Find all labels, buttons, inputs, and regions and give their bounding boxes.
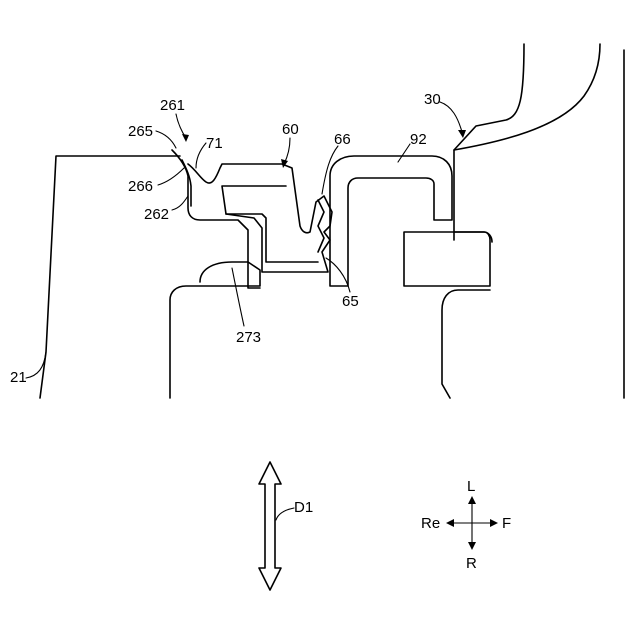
label-65: 65	[342, 293, 359, 310]
leader-261-arrowhead	[182, 134, 189, 142]
leader-265	[156, 131, 176, 148]
label-71: 71	[206, 135, 223, 152]
label-30: 30	[424, 91, 441, 108]
leader-30	[440, 102, 462, 132]
leader-60	[284, 138, 290, 164]
leader-71	[196, 143, 206, 168]
arrow-right-icon	[490, 519, 498, 527]
direction-label-top: L	[467, 478, 475, 495]
member-92-outline	[330, 156, 452, 286]
leader-266	[158, 168, 184, 185]
right-block	[404, 232, 490, 286]
leader-d1	[276, 508, 294, 520]
label-21: 21	[10, 369, 27, 386]
right-block-edge	[454, 232, 492, 242]
leader-30-arrowhead	[458, 130, 466, 138]
member-262-outline	[172, 150, 260, 288]
label-261: 261	[160, 97, 185, 114]
member-21-outline	[40, 156, 180, 398]
label-66: 66	[334, 131, 351, 148]
label-273: 273	[236, 329, 261, 346]
member-60-lip-detail	[318, 200, 324, 252]
label-262: 262	[144, 206, 169, 223]
label-266: 266	[128, 178, 153, 195]
leader-262	[172, 196, 188, 210]
member-30-outline	[454, 44, 524, 240]
direction-indicator: L R Re F	[421, 478, 511, 572]
label-265: 265	[128, 123, 153, 140]
lower-right-support	[442, 290, 490, 398]
arrow-up-icon	[468, 496, 476, 504]
member-30-curve	[454, 44, 600, 150]
arrow-down-icon	[468, 542, 476, 550]
member-60-outline	[188, 164, 332, 272]
label-d1: D1	[294, 499, 313, 516]
direction-label-bottom: R	[466, 555, 477, 572]
label-60: 60	[282, 121, 299, 138]
direction-label-right: F	[502, 515, 511, 532]
direction-label-left: Re	[421, 515, 440, 532]
arrow-left-icon	[446, 519, 454, 527]
d1-double-arrow	[259, 462, 281, 590]
leader-273	[232, 268, 244, 326]
label-92: 92	[410, 131, 427, 148]
leader-92	[398, 144, 410, 162]
